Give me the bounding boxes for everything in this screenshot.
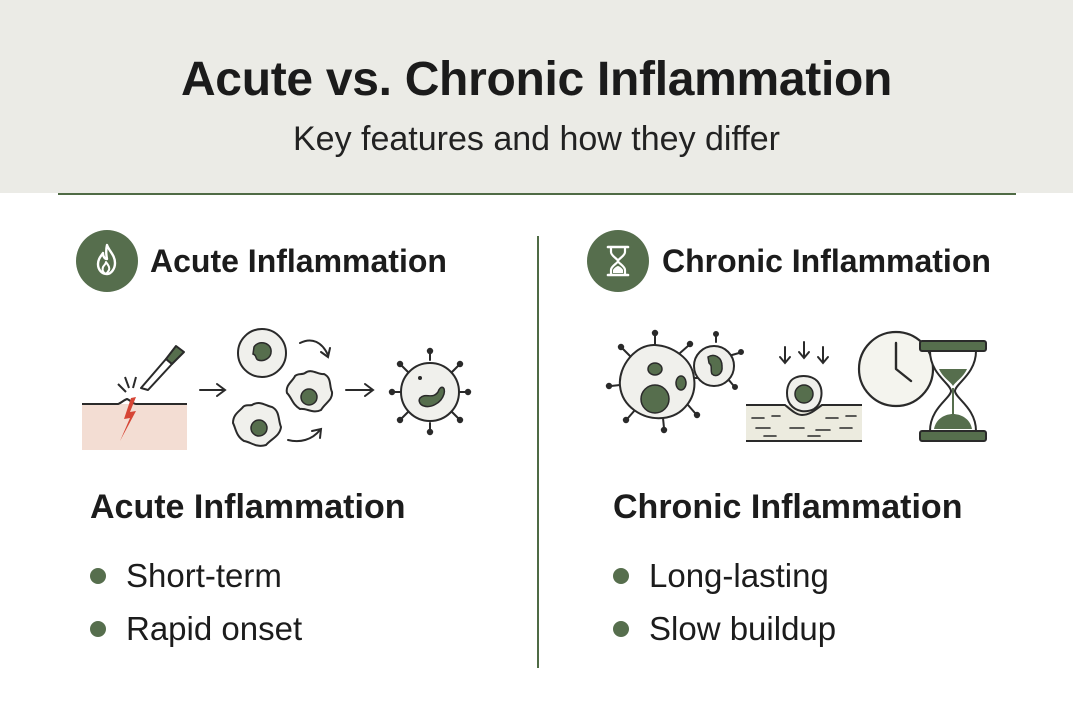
clock-icon <box>857 330 935 408</box>
list-item: Long-lasting <box>613 549 836 602</box>
bullet-dot <box>613 621 629 637</box>
chronic-bullet-list: Long-lasting Slow buildup <box>613 549 836 655</box>
arrow-right-icon <box>199 383 227 397</box>
chronic-heading: Chronic Inflammation <box>662 243 991 279</box>
bullet-dot <box>90 621 106 637</box>
curved-arrow-icon <box>287 427 323 443</box>
chronic-section-title: Chronic Inflammation <box>613 488 963 526</box>
page-subtitle: Key features and how they differ <box>292 120 780 158</box>
skin-wound-scalpel <box>82 345 187 450</box>
immune-cell <box>285 370 334 413</box>
list-item: Short-term <box>90 549 302 602</box>
spiky-immune-cell <box>605 329 711 434</box>
immune-cell <box>231 402 283 447</box>
tissue-with-cell <box>746 341 862 442</box>
hourglass-icon <box>587 230 649 292</box>
hourglass-illustration <box>919 340 987 442</box>
arrow-right-icon <box>345 383 375 397</box>
bullet-text: Slow buildup <box>649 610 837 647</box>
header-banner <box>0 0 1073 193</box>
activated-immune-cell <box>388 347 472 436</box>
page-title: Acute vs. Chronic Inflammation <box>180 53 893 106</box>
immune-cell <box>237 328 287 378</box>
bullet-text: Long-lasting <box>649 557 829 594</box>
bullet-dot <box>90 568 106 584</box>
acute-heading: Acute Inflammation <box>150 243 447 279</box>
column-divider <box>537 236 539 668</box>
bullet-dot <box>613 568 629 584</box>
acute-bullet-list: Short-term Rapid onset <box>90 549 302 655</box>
acute-section-title: Acute Inflammation <box>90 488 406 526</box>
header-rule <box>58 193 1016 195</box>
spiky-immune-cell <box>693 331 744 390</box>
list-item: Slow buildup <box>613 602 836 655</box>
list-item: Rapid onset <box>90 602 302 655</box>
bullet-text: Short-term <box>126 557 282 594</box>
curved-arrow-icon <box>299 339 331 359</box>
flame-icon <box>76 230 138 292</box>
bullet-text: Rapid onset <box>126 610 303 647</box>
